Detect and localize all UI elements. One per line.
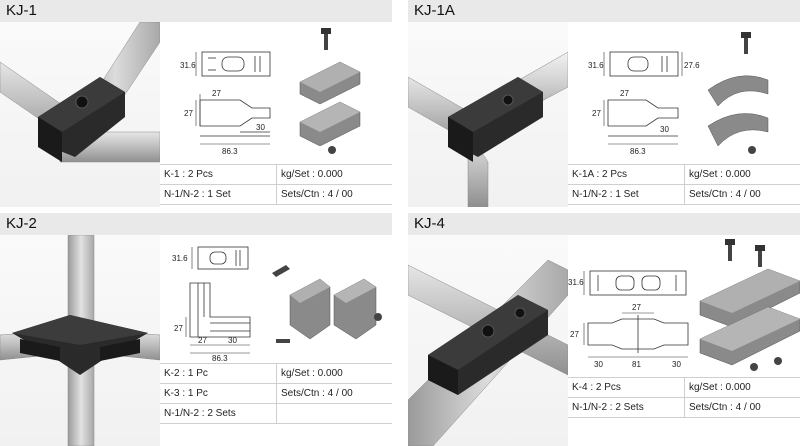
dim-width-a: 27 <box>198 336 207 345</box>
panel-title: KJ-2 <box>0 213 392 235</box>
dim-inner: 30 <box>256 123 265 132</box>
dim-width-a: 27 <box>620 89 629 98</box>
dim-side: 27.6 <box>684 61 700 70</box>
spec-left: K-1 : 2 Pcs <box>164 169 213 180</box>
dim-length: 86.3 <box>222 147 238 156</box>
spec-right <box>276 404 393 423</box>
dim-height: 31.6 <box>568 278 584 287</box>
technical-drawing: 31.6 27 27 30 86.3 <box>160 22 392 162</box>
spec-right: Sets/Ctn : 4 / 00 <box>684 398 800 417</box>
panel-title: KJ-1A <box>408 0 800 22</box>
exploded-parts-illustration <box>272 265 382 343</box>
spec-left: N-1/N-2 : 1 Set <box>164 189 231 200</box>
product-photo <box>408 235 568 446</box>
dim-left: 30 <box>594 360 603 369</box>
spec-right: kg/Set : 0.000 <box>276 165 393 184</box>
spec-right: kg/Set : 0.000 <box>276 364 393 383</box>
spec-row: K-1 : 2 Pcs kg/Set : 0.000 <box>160 164 392 184</box>
spec-table: K-4 : 2 Pcs kg/Set : 0.000 N-1/N-2 : 2 S… <box>568 375 800 420</box>
dim-length: 86.3 <box>630 147 646 156</box>
spec-row: N-1/N-2 : 2 Sets <box>160 403 392 424</box>
spec-row: K-4 : 2 Pcs kg/Set : 0.000 <box>568 377 800 397</box>
exploded-parts-illustration <box>707 32 769 154</box>
spec-row: N-1/N-2 : 2 Sets Sets/Ctn : 4 / 00 <box>568 397 800 418</box>
panel-kj-4: KJ-4 <box>408 213 800 446</box>
spec-table: K-1A : 2 Pcs kg/Set : 0.000 N-1/N-2 : 1 … <box>568 162 800 207</box>
spec-row: K-2 : 1 Pc kg/Set : 0.000 <box>160 363 392 383</box>
technical-drawing: 31.6 27.6 27 27 30 86.3 <box>568 22 800 162</box>
dim-width-b: 27 <box>184 109 193 118</box>
dim-top: 27 <box>632 303 641 312</box>
dim-height: 31.6 <box>180 61 196 70</box>
spec-right: Sets/Ctn : 4 / 00 <box>684 185 800 204</box>
spec-left: K-2 : 1 Pc <box>164 368 208 379</box>
spec-right: kg/Set : 0.000 <box>684 165 800 184</box>
dim-mid: 81 <box>632 360 641 369</box>
spec-right: kg/Set : 0.000 <box>684 378 800 397</box>
exploded-parts-illustration <box>699 239 800 371</box>
spec-row: K-3 : 1 Pc Sets/Ctn : 4 / 00 <box>160 383 392 403</box>
panel-title: KJ-4 <box>408 213 800 235</box>
dim-height: 31.6 <box>172 254 188 263</box>
spec-right: Sets/Ctn : 4 / 00 <box>276 384 393 403</box>
dim-inner: 30 <box>228 336 237 345</box>
spec-row: K-1A : 2 Pcs kg/Set : 0.000 <box>568 164 800 184</box>
product-photo <box>0 235 160 446</box>
spec-right: Sets/Ctn : 4 / 00 <box>276 185 393 204</box>
spec-left: K-1A : 2 Pcs <box>572 169 628 180</box>
dim-right: 30 <box>672 360 681 369</box>
dim-side: 27 <box>174 324 183 333</box>
exploded-parts-illustration <box>299 28 361 154</box>
product-photo <box>0 22 160 207</box>
dim-width-b: 27 <box>592 109 601 118</box>
dim-length: 86.3 <box>212 354 228 363</box>
technical-drawing: 31.6 27 27 30 81 30 <box>568 235 800 375</box>
spec-left: N-1/N-2 : 1 Set <box>572 189 639 200</box>
spec-left: K-3 : 1 Pc <box>164 388 208 399</box>
spec-row: N-1/N-2 : 1 Set Sets/Ctn : 4 / 00 <box>568 184 800 205</box>
spec-left: N-1/N-2 : 2 Sets <box>164 408 236 419</box>
spec-table: K-1 : 2 Pcs kg/Set : 0.000 N-1/N-2 : 1 S… <box>160 162 392 207</box>
dim-side: 27 <box>570 330 579 339</box>
spec-table: K-2 : 1 Pc kg/Set : 0.000 K-3 : 1 Pc Set… <box>160 361 392 425</box>
product-photo <box>408 22 568 207</box>
technical-drawing: 31.6 27 27 30 86.3 <box>160 235 392 375</box>
panel-title: KJ-1 <box>0 0 392 22</box>
spec-row: N-1/N-2 : 1 Set Sets/Ctn : 4 / 00 <box>160 184 392 205</box>
panel-kj-1a: KJ-1A <box>408 0 800 207</box>
spec-left: K-4 : 2 Pcs <box>572 382 621 393</box>
spec-left: N-1/N-2 : 2 Sets <box>572 402 644 413</box>
panel-kj-2: KJ-2 <box>0 213 392 446</box>
dim-width-a: 27 <box>212 89 221 98</box>
dim-inner: 30 <box>660 125 669 134</box>
panel-kj-1: KJ-1 <box>0 0 392 207</box>
dim-height: 31.6 <box>588 61 604 70</box>
